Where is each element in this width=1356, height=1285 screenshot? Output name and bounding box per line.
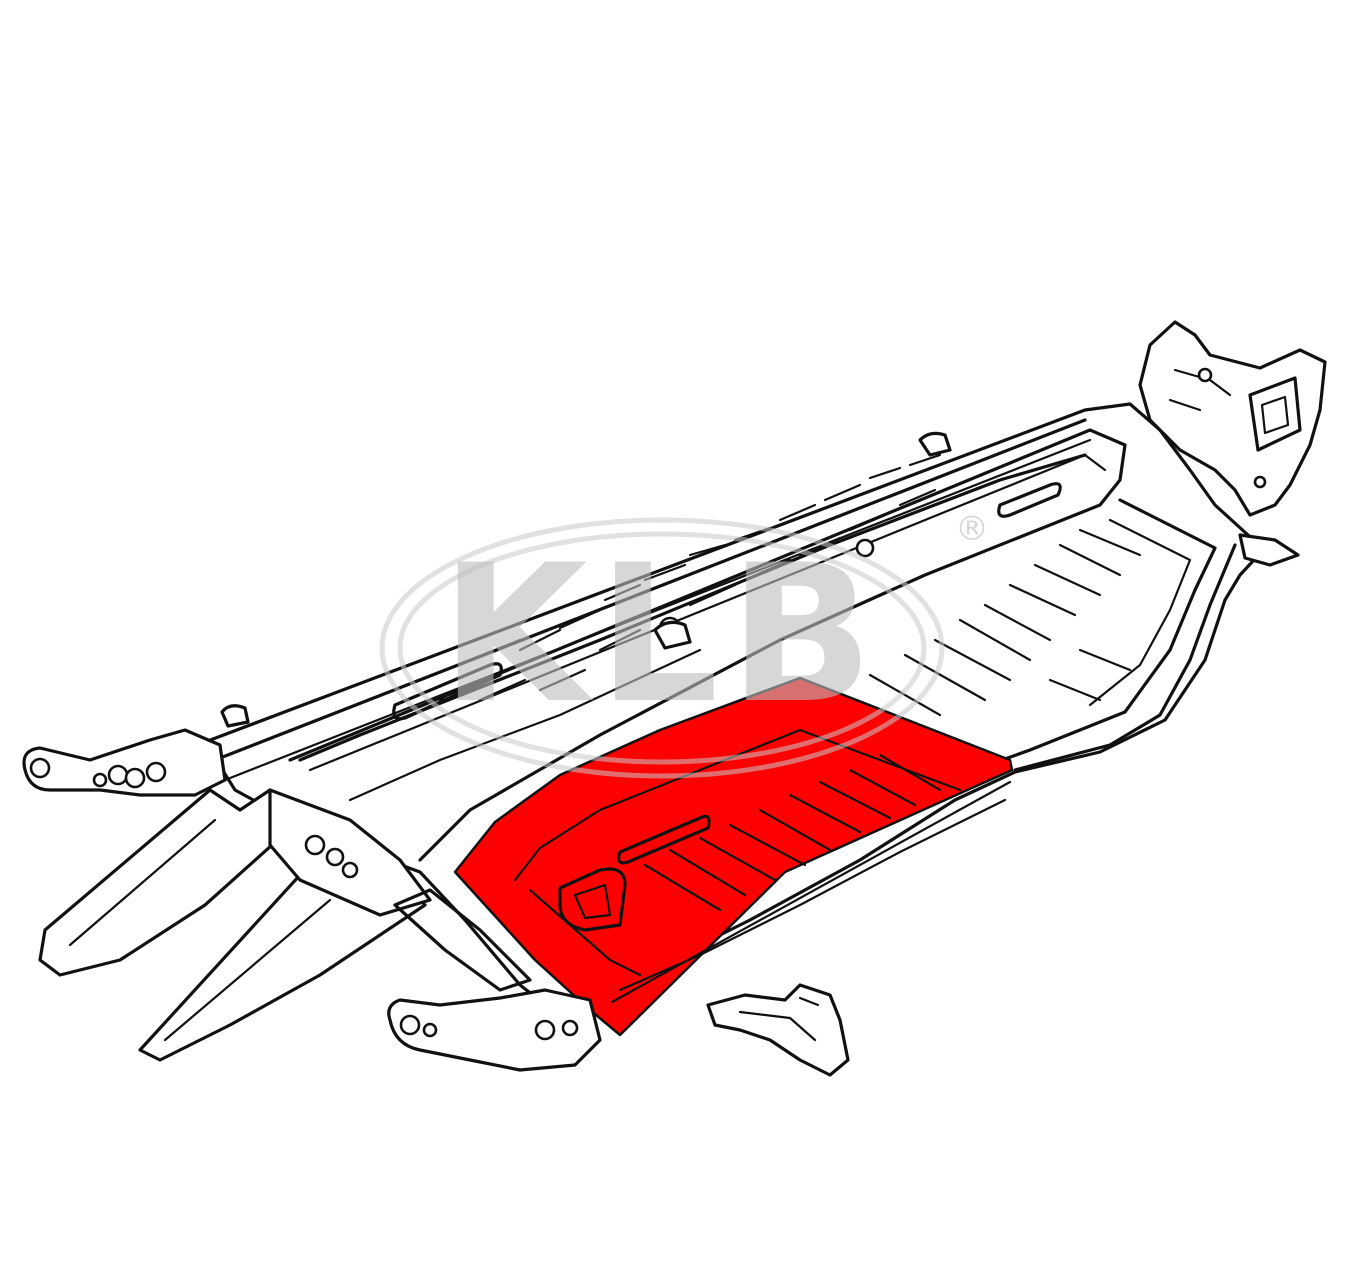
rear-frame-horn bbox=[1138, 320, 1327, 567]
front-frame-fork bbox=[38, 788, 532, 1062]
front-left-bracket bbox=[22, 728, 227, 797]
sill-tabs bbox=[220, 431, 952, 728]
floor-ribs-left bbox=[438, 453, 942, 702]
loose-bracket-piece bbox=[706, 983, 850, 1077]
front-right-bracket bbox=[387, 988, 602, 1072]
watermark-registered-mark: ® bbox=[955, 509, 989, 549]
floor-ribs-right bbox=[868, 528, 1142, 717]
watermark: KLB ® bbox=[379, 509, 989, 779]
watermark-logo-text: KLB bbox=[440, 524, 883, 745]
